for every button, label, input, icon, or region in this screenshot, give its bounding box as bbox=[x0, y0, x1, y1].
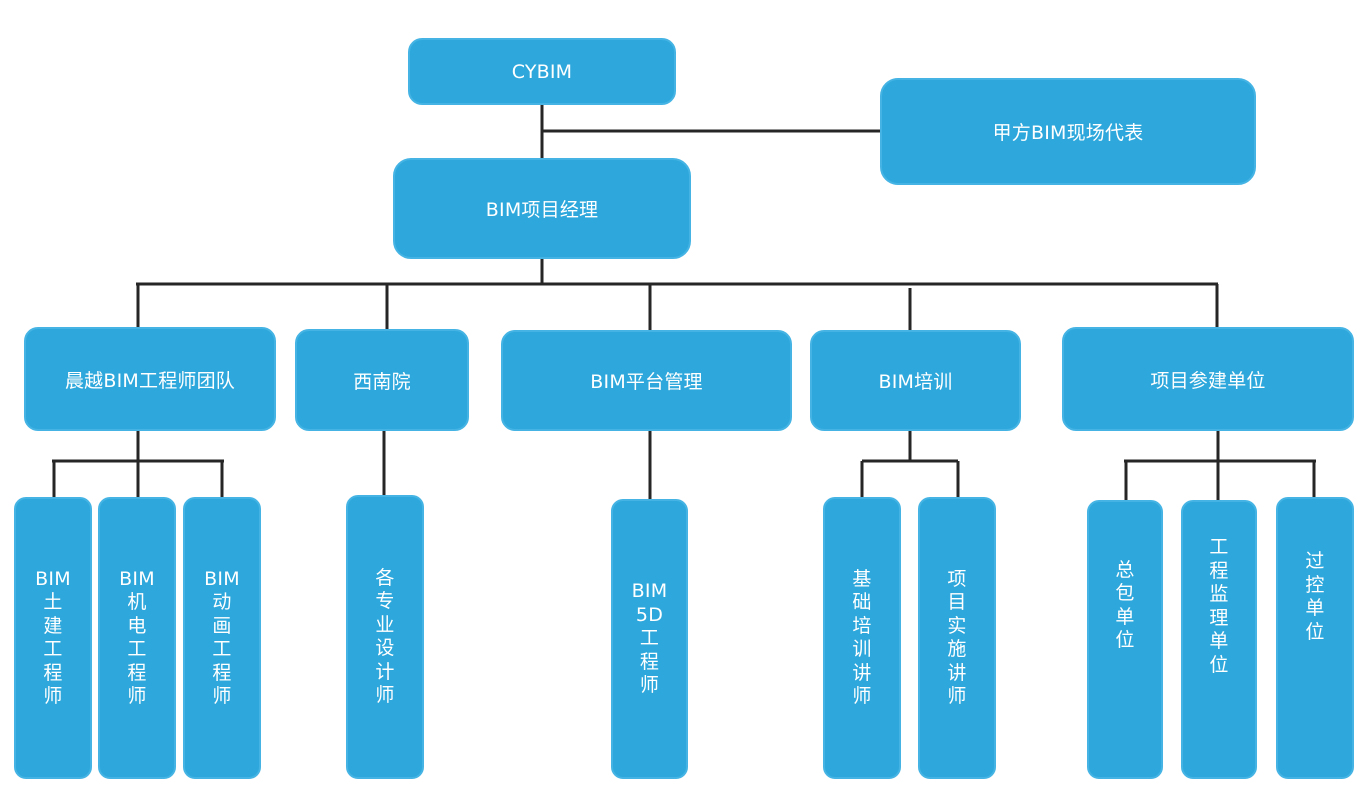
leaf-control-unit: 过 控 单 位 bbox=[1276, 497, 1354, 779]
node-training: BIM培训 bbox=[810, 330, 1021, 431]
leaf-animation-engineer: BIM 动 画 工 程 师 bbox=[183, 497, 261, 779]
leaf-general-contractor-text: 总 包 单 位 bbox=[1115, 558, 1135, 652]
leaf-implementation-trainer: 项 目 实 施 讲 师 bbox=[918, 497, 996, 779]
leaf-bim5d-engineer: BIM 5D 工 程 师 bbox=[611, 499, 688, 779]
leaf-civil-engineer: BIM 土 建 工 程 师 bbox=[14, 497, 92, 779]
leaf-base-trainer-text: 基 础 培 训 讲 师 bbox=[852, 567, 872, 708]
leaf-control-unit-text: 过 控 单 位 bbox=[1305, 550, 1325, 643]
node-platform-label: BIM平台管理 bbox=[590, 371, 703, 393]
leaf-bim5d-engineer-text: BIM 5D 工 程 师 bbox=[631, 580, 668, 697]
node-team-label: 晨越BIM工程师团队 bbox=[64, 369, 236, 392]
leaf-mep-engineer: BIM 机 电 工 程 师 bbox=[98, 497, 176, 779]
leaf-implementation-trainer-text: 项 目 实 施 讲 师 bbox=[947, 567, 967, 708]
leaf-civil-engineer-text: BIM 土 建 工 程 师 bbox=[35, 567, 71, 708]
node-cybim-label: CYBIM bbox=[511, 60, 573, 83]
leaf-mep-engineer-text: BIM 机 电 工 程 师 bbox=[119, 567, 155, 708]
leaf-design-engineers: 各 专 业 设 计 师 bbox=[346, 495, 424, 779]
node-project-manager: BIM项目经理 bbox=[393, 158, 691, 259]
leaf-supervision-unit: 工 程 监 理 单 位 bbox=[1181, 500, 1257, 779]
node-participants: 项目参建单位 bbox=[1062, 327, 1354, 431]
node-platform: BIM平台管理 bbox=[501, 330, 792, 431]
node-xinan: 西南院 bbox=[295, 329, 469, 431]
leaf-supervision-unit-text: 工 程 监 理 单 位 bbox=[1209, 536, 1229, 676]
leaf-animation-engineer-text: BIM 动 画 工 程 师 bbox=[204, 567, 240, 708]
leaf-general-contractor: 总 包 单 位 bbox=[1087, 500, 1163, 779]
node-training-label: BIM培训 bbox=[878, 371, 953, 393]
leaf-base-trainer: 基 础 培 训 讲 师 bbox=[823, 497, 901, 779]
node-xinan-label: 西南院 bbox=[353, 370, 411, 393]
node-owner-rep: 甲方BIM现场代表 bbox=[880, 78, 1256, 185]
node-participants-label: 项目参建单位 bbox=[1150, 369, 1266, 392]
node-owner-rep-label: 甲方BIM现场代表 bbox=[992, 122, 1144, 144]
node-project-manager-label: BIM项目经理 bbox=[485, 199, 599, 221]
node-team: 晨越BIM工程师团队 bbox=[24, 327, 276, 431]
node-cybim: CYBIM bbox=[408, 38, 676, 105]
leaf-design-engineers-text: 各 专 业 设 计 师 bbox=[375, 566, 395, 707]
